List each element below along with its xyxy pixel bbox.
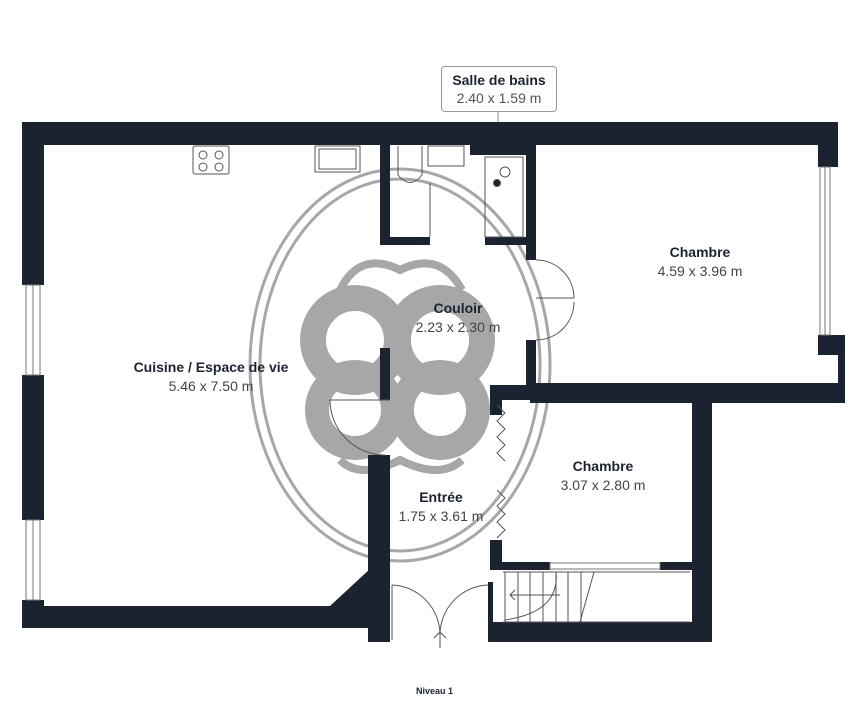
bathroom-label: Salle de bains 2.40 x 1.59 m — [441, 66, 557, 112]
washbasin-icon — [427, 145, 465, 167]
windows — [25, 166, 831, 601]
room-name: Chambre — [572, 458, 634, 474]
door-arc — [535, 259, 575, 299]
bedroom-2-label: Chambre 3.07 x 2.80 m — [561, 458, 646, 493]
room-dimensions: 4.59 x 3.96 m — [657, 263, 743, 279]
bedroom-1-label: Chambre 4.59 x 3.96 m — [658, 244, 743, 279]
fixtures — [192, 110, 690, 648]
room-dimensions: 2.23 x 2.30 m — [415, 319, 501, 335]
room-dimensions: 2.40 x 1.59 m — [456, 90, 542, 106]
room-dimensions: 5.46 x 7.50 m — [168, 378, 254, 394]
stove-icon — [192, 145, 230, 175]
walls — [22, 122, 845, 642]
room-name: Entrée — [419, 489, 463, 505]
sink-icon — [314, 145, 361, 173]
room-name: Cuisine / Espace de vie — [133, 359, 289, 375]
level-label: Niveau 1 — [416, 686, 454, 696]
corridor-label: Couloir 2.23 x 2.30 m — [416, 300, 501, 335]
room-name: Salle de bains — [452, 72, 546, 88]
entrance-label: Entrée 1.75 x 3.61 m — [399, 489, 484, 524]
room-dimensions: 1.75 x 3.61 m — [398, 508, 484, 524]
room-name: Couloir — [433, 300, 483, 316]
door-arc — [329, 399, 390, 456]
entrance-door — [391, 584, 489, 640]
room-dimensions: 3.07 x 2.80 m — [560, 477, 646, 493]
toilet-icon — [397, 146, 423, 183]
watermark-logo — [248, 167, 552, 563]
shower-icon — [484, 156, 524, 238]
room-name: Chambre — [669, 244, 731, 260]
kitchen-living-label: Cuisine / Espace de vie 5.46 x 7.50 m — [134, 359, 289, 394]
